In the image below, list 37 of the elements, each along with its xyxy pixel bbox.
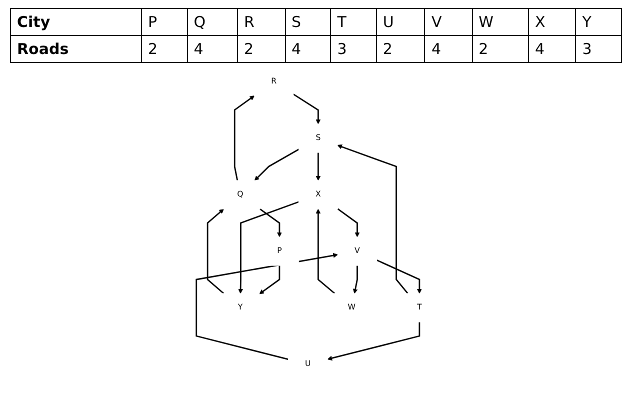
arrow bbox=[327, 322, 420, 361]
row-header-cell: Roads bbox=[10, 36, 142, 62]
table-cell: W bbox=[472, 8, 529, 36]
table-cell: T bbox=[330, 8, 376, 36]
table-cell: 2 bbox=[142, 36, 188, 62]
arrow bbox=[376, 259, 422, 294]
table-cell: 4 bbox=[424, 36, 472, 62]
table-cell: V bbox=[424, 8, 472, 36]
arrow bbox=[206, 208, 224, 294]
arrow bbox=[259, 266, 280, 294]
row-header-cell: City bbox=[10, 8, 142, 36]
table-cell: 4 bbox=[528, 36, 576, 62]
table-cell: Y bbox=[576, 8, 622, 36]
arrow bbox=[196, 253, 338, 360]
table-cell: P bbox=[142, 8, 188, 36]
table-cell: U bbox=[376, 8, 425, 36]
table-cell: R bbox=[238, 8, 285, 36]
table-cell: 4 bbox=[285, 36, 331, 62]
table-cell: 3 bbox=[576, 36, 622, 62]
arrow bbox=[293, 94, 321, 124]
table-cell: S bbox=[285, 8, 331, 36]
arrow bbox=[352, 266, 358, 294]
table-cell: 2 bbox=[472, 36, 529, 62]
arrow bbox=[238, 201, 299, 294]
table-cell: 2 bbox=[376, 36, 425, 62]
table-cell: X bbox=[528, 8, 576, 36]
arrow bbox=[260, 208, 282, 238]
arrow bbox=[316, 208, 336, 294]
arrow bbox=[234, 96, 255, 181]
table-cell: 3 bbox=[330, 36, 376, 62]
arrow bbox=[254, 148, 300, 181]
table-cell: 4 bbox=[187, 36, 238, 62]
table-cell: Q bbox=[187, 8, 238, 36]
arrow bbox=[337, 208, 360, 238]
table-cell: 2 bbox=[238, 36, 285, 62]
arrow bbox=[316, 152, 321, 181]
arrow bbox=[337, 144, 408, 294]
